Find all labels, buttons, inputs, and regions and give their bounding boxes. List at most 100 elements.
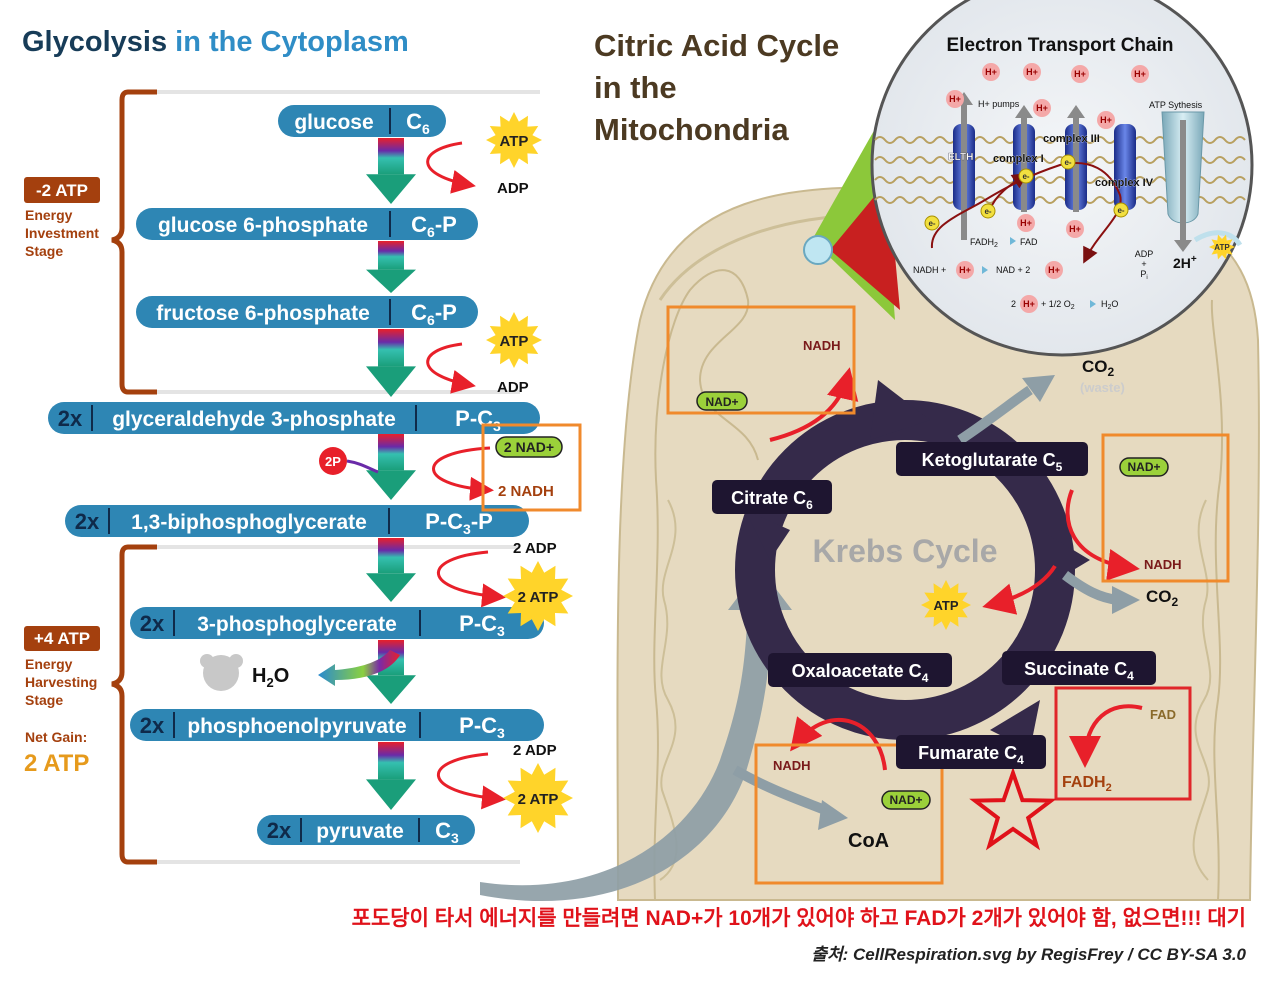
svg-text:H+: H+ bbox=[1036, 103, 1048, 113]
svg-text:NADH +: NADH + bbox=[913, 265, 946, 275]
svg-text:e-: e- bbox=[984, 207, 991, 216]
svg-text:H+: H+ bbox=[1026, 67, 1038, 77]
atp-reaction-2: ATP ADP bbox=[426, 312, 542, 396]
svg-text:Oxaloacetate C4: Oxaloacetate C4 bbox=[792, 661, 929, 685]
svg-text:NAD+: NAD+ bbox=[1127, 460, 1160, 474]
step-arrow bbox=[366, 138, 416, 204]
step-arrow bbox=[366, 241, 416, 293]
svg-text:H+: H+ bbox=[1100, 115, 1112, 125]
molecule-name: phosphoenolpyruvate bbox=[187, 715, 406, 738]
nadh-reaction: NADH + NAD + 2 bbox=[913, 265, 1030, 275]
svg-text:FAD: FAD bbox=[1020, 237, 1038, 247]
fad-reaction: FAD FADH2 bbox=[1054, 686, 1192, 801]
svg-text:H+: H+ bbox=[1074, 69, 1086, 79]
svg-text:Mitochondria: Mitochondria bbox=[594, 112, 789, 147]
nad-reaction: 2P 2 NAD+ 2 NADH bbox=[319, 423, 582, 512]
svg-text:Stage: Stage bbox=[25, 692, 63, 708]
redox-arrows bbox=[769, 367, 1143, 771]
svg-text:Energy: Energy bbox=[25, 207, 73, 223]
svg-text:H+: H+ bbox=[1048, 265, 1060, 275]
cycle-molecule-citrate: Citrate C6 bbox=[712, 480, 832, 514]
nad-label-2: NAD+ bbox=[1119, 457, 1169, 477]
atp-reaction-3: 2 ADP 2 ATP bbox=[437, 540, 573, 631]
svg-text:FADH2: FADH2 bbox=[1062, 774, 1112, 794]
molecule-formula: C6 bbox=[406, 109, 430, 137]
svg-text:FADH2: FADH2 bbox=[970, 237, 998, 249]
molecule-multiplier: 2x bbox=[140, 713, 165, 738]
svg-text:FAD: FAD bbox=[1150, 707, 1176, 722]
svg-text:Investment: Investment bbox=[25, 225, 99, 241]
stage-braces bbox=[111, 89, 157, 865]
nadh-label-1: NADH bbox=[803, 338, 841, 353]
svg-text:e-: e- bbox=[1064, 158, 1071, 167]
svg-text:H2O: H2O bbox=[252, 665, 289, 690]
fadh2-fad-reaction: FADH2 FAD bbox=[970, 237, 1038, 249]
svg-text:Energy: Energy bbox=[25, 656, 73, 672]
proton-pump-arrows bbox=[955, 92, 1192, 252]
svg-text:H+: H+ bbox=[1023, 299, 1035, 309]
svg-text:Ketoglutarate C5: Ketoglutarate C5 bbox=[922, 450, 1063, 474]
complex-iv bbox=[1114, 124, 1136, 210]
nad-label-3: NAD+ bbox=[881, 790, 931, 810]
nad-label-1: NAD+ bbox=[696, 391, 748, 411]
harvesting-stage-label: +4 ATP Energy Harvesting Stage Net Gain:… bbox=[24, 626, 100, 777]
highlight-box-nad-1 bbox=[666, 305, 856, 415]
adp-pi-label: ADP + Pi bbox=[1135, 249, 1154, 281]
molecule-multiplier: 2x bbox=[140, 611, 165, 636]
svg-text:2: 2 bbox=[1011, 299, 1016, 309]
svg-text:ADP: ADP bbox=[497, 180, 529, 197]
svg-text:+ 1/2 O2: + 1/2 O2 bbox=[1041, 299, 1075, 311]
krebs-cycle-label: Krebs Cycle bbox=[813, 533, 998, 569]
svg-text:Net Gain:: Net Gain: bbox=[25, 729, 87, 745]
highlight-box-fad bbox=[1054, 686, 1192, 801]
svg-text:ATP: ATP bbox=[1214, 243, 1230, 252]
svg-text:2 NAD+: 2 NAD+ bbox=[504, 439, 554, 455]
cycle-molecule-oxaloacetate: Oxaloacetate C4 bbox=[768, 653, 952, 687]
molecule-formula: C6-P bbox=[411, 300, 457, 328]
cycle-molecule-fumarate: Fumarate C4 bbox=[896, 735, 1046, 769]
svg-text:Harvesting: Harvesting bbox=[25, 674, 97, 690]
svg-text:2 ADP: 2 ADP bbox=[513, 742, 557, 759]
co2-arrow-1 bbox=[957, 385, 1033, 445]
svg-text:Stage: Stage bbox=[25, 243, 63, 259]
highlight-box-nad-glycolysis bbox=[481, 423, 582, 512]
svg-text:H+: H+ bbox=[1020, 218, 1032, 228]
nadh-label-2: NADH bbox=[1144, 557, 1182, 572]
svg-text:e-: e- bbox=[1022, 172, 1029, 181]
svg-text:2P: 2P bbox=[325, 454, 341, 469]
co2-label-1: CO2 bbox=[1082, 357, 1115, 379]
pyruvate-to-cycle-arrow bbox=[480, 568, 792, 902]
waste-label: (waste) bbox=[1080, 380, 1125, 395]
cycle-molecule-ketoglutarate: Ketoglutarate C5 bbox=[896, 442, 1088, 476]
svg-text:NAD+: NAD+ bbox=[889, 793, 922, 807]
svg-text:H+: H+ bbox=[985, 67, 997, 77]
nadh-label-3: NADH bbox=[773, 758, 811, 773]
molecule-formula: P-C3 bbox=[455, 406, 501, 434]
svg-text:Citric Acid Cycle: Citric Acid Cycle bbox=[594, 28, 839, 63]
step-arrow bbox=[366, 742, 416, 810]
step-arrow bbox=[366, 434, 416, 500]
highlight-box-nad-3 bbox=[754, 743, 944, 885]
svg-text:Fumarate C4: Fumarate C4 bbox=[918, 743, 1024, 767]
molecule-name: 3-phosphoglycerate bbox=[197, 613, 397, 636]
atp-synthesis-label: ATP Sythesis bbox=[1149, 100, 1203, 110]
complex-iii-label: complex III bbox=[1043, 133, 1100, 145]
molecule-name: glyceraldehyde 3-phosphate bbox=[112, 408, 396, 431]
h-pumps-label: H+ pumps bbox=[978, 99, 1020, 109]
svg-text:ATP: ATP bbox=[933, 598, 958, 613]
etc-panel: Electron Transport Chain H+ H+ H+ bbox=[870, 0, 1254, 357]
electrons: e- e- e- e- e- bbox=[924, 154, 1129, 231]
glycolysis-title: Glycolysis in the Cytoplasm bbox=[22, 26, 409, 58]
molecule-name: pyruvate bbox=[316, 820, 404, 843]
step-arrow bbox=[366, 538, 416, 602]
molecule-formula: C3 bbox=[435, 818, 459, 846]
